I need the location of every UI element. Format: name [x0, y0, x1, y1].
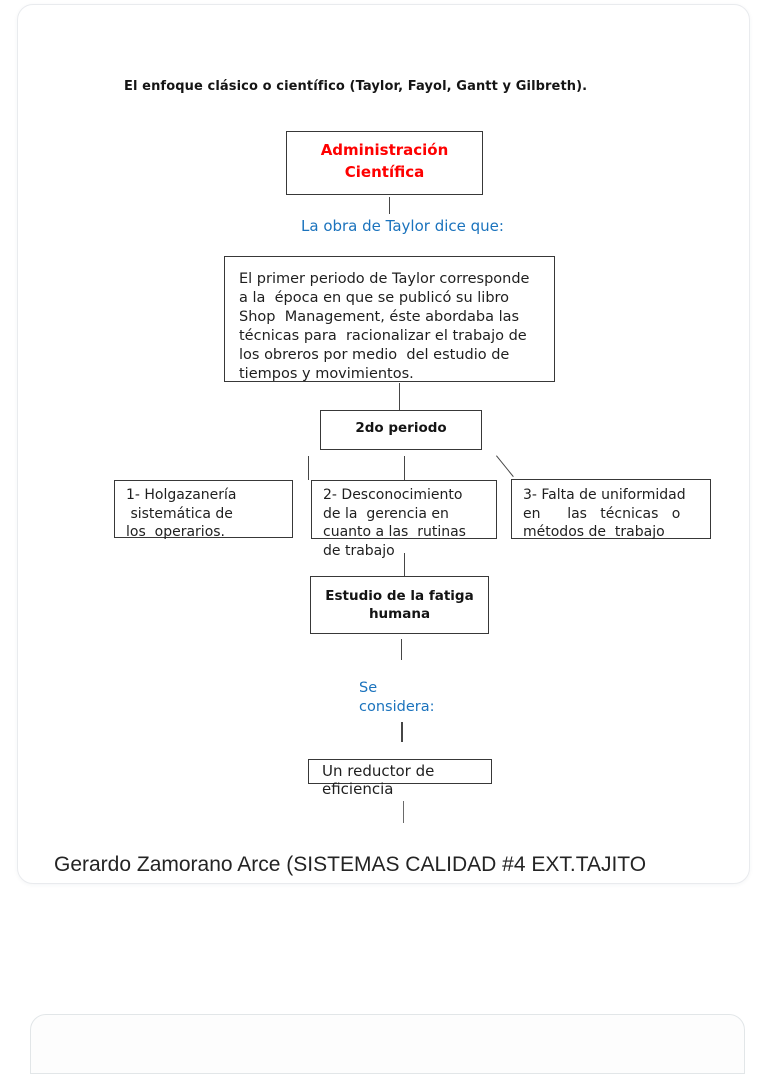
cause-2-box: 2- Desconocimiento de la gerencia en cua…	[311, 480, 497, 559]
root-box-label: Administración Científica	[320, 141, 449, 181]
connector-second-to-cause-center	[404, 456, 406, 480]
cause-2-label: 2- Desconocimiento de la gerencia en cua…	[323, 487, 466, 559]
cause-3-box: 3- Falta de uniformidad en las técnicas …	[511, 479, 711, 540]
fatigue-study-box: Estudio de la fatiga humana	[310, 576, 489, 634]
next-page-top-edge	[30, 1014, 745, 1074]
connector-second-to-cause-right	[496, 455, 515, 477]
taylor-label: La obra de Taylor dice que:	[301, 217, 504, 235]
cause-1-box: 1- Holgazanería sistemática de los opera…	[114, 480, 293, 540]
document-page: El enfoque clásico o científico (Taylor,…	[17, 4, 750, 884]
connector-first-to-second	[399, 383, 401, 411]
page-title: El enfoque clásico o científico (Taylor,…	[124, 79, 588, 94]
efficiency-reducer-label: Un reductor de eficiencia	[322, 762, 435, 798]
author-footer: Gerardo Zamorano Arce (SISTEMAS CALIDAD …	[54, 853, 647, 876]
connector-second-to-cause-left	[308, 456, 310, 480]
considers-label: Se considera:	[359, 680, 435, 715]
first-period-box: El primer periodo de Taylor corresponde …	[224, 256, 555, 382]
second-period-box: 2do periodo	[320, 410, 482, 450]
connector-root-to-label	[389, 197, 391, 214]
connector-reducer-down	[403, 801, 405, 823]
efficiency-reducer-box: Un reductor de eficiencia	[308, 759, 492, 798]
connector-cause2-to-fatigue	[404, 553, 406, 577]
connector-label-to-reducer	[401, 722, 403, 742]
connector-fatigue-to-label	[401, 639, 403, 660]
root-box-administracion-cientifica: Administración Científica	[286, 131, 483, 195]
second-period-label: 2do periodo	[355, 420, 447, 436]
